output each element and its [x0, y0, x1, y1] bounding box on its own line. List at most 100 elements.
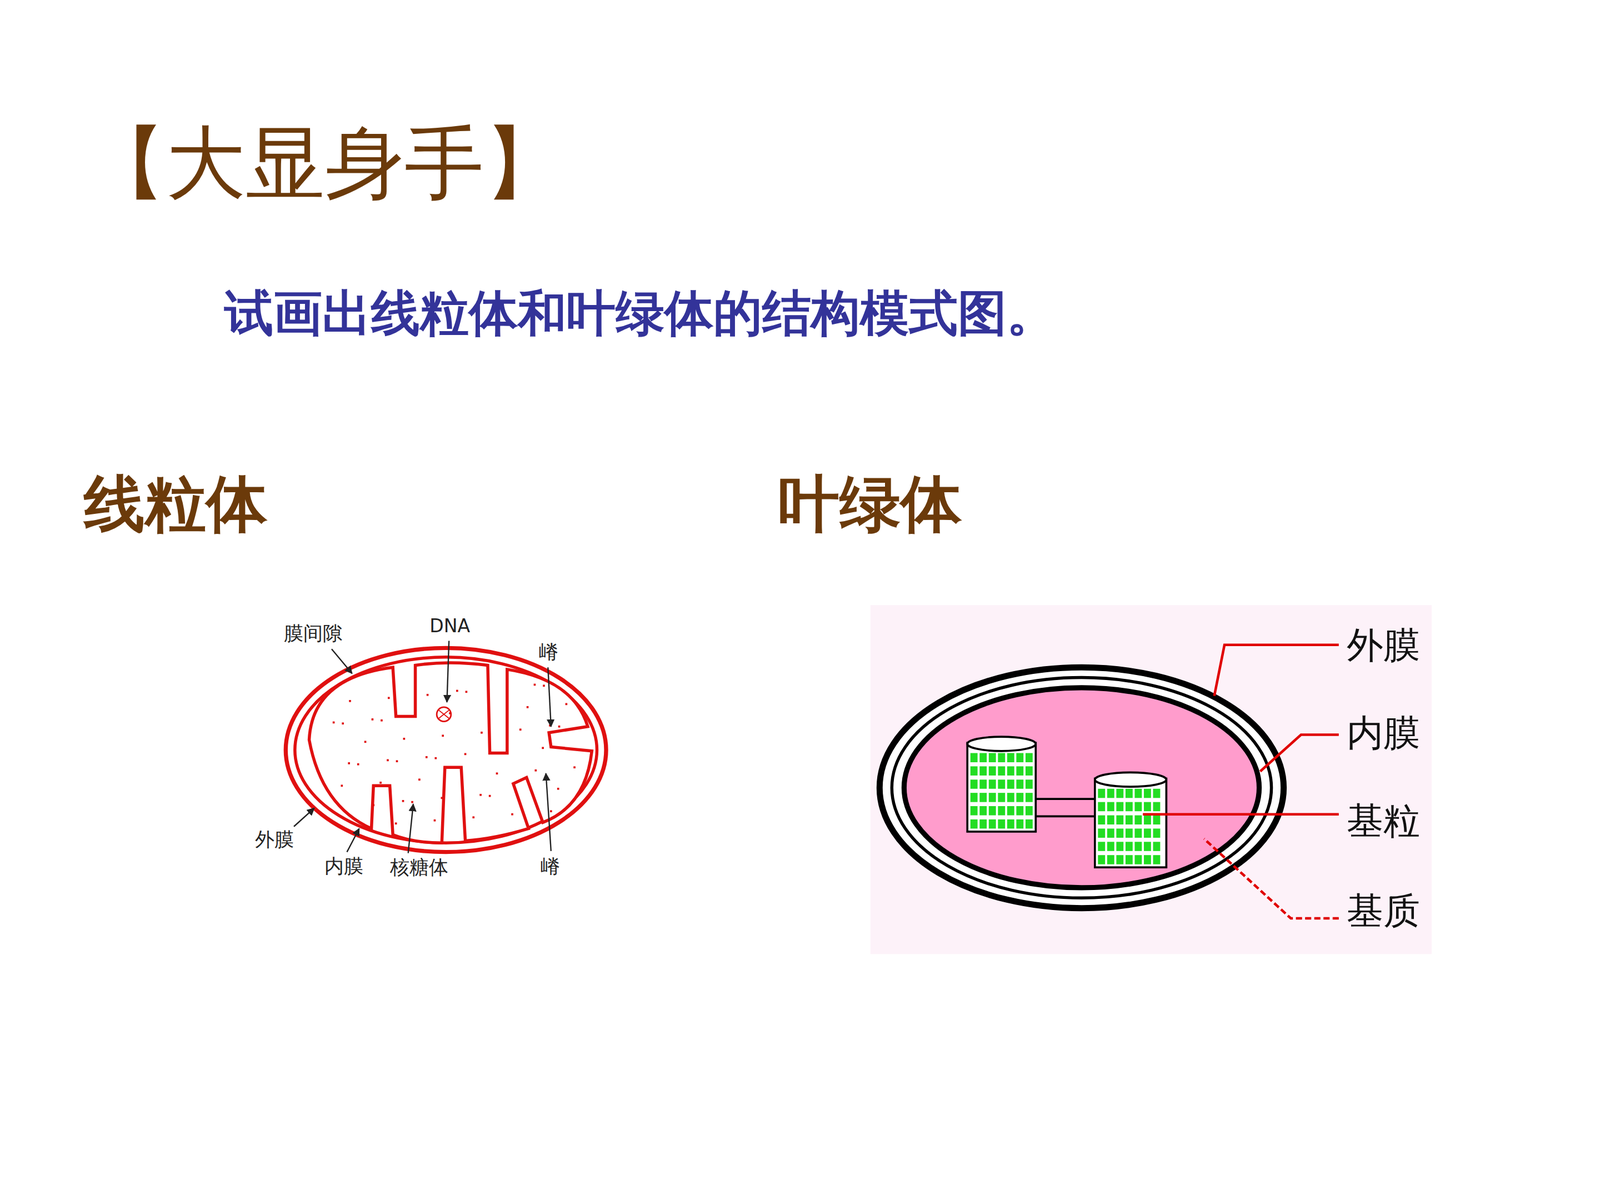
- thylakoid: [1116, 802, 1124, 812]
- thylakoid: [1116, 855, 1124, 865]
- thylakoid: [1134, 788, 1142, 799]
- ribosome-dot: [434, 757, 437, 760]
- ribosome-dot: [511, 813, 514, 816]
- thylakoid: [1097, 802, 1105, 812]
- thylakoid: [979, 819, 987, 829]
- thylakoid: [1134, 815, 1142, 825]
- granum-top: [1095, 772, 1167, 787]
- thylakoid: [1107, 855, 1115, 865]
- thylakoid: [1125, 855, 1133, 865]
- part-label: 基粒: [1346, 800, 1420, 843]
- ribosome-dot: [364, 740, 367, 743]
- thylakoid: [988, 779, 997, 789]
- prompt-text: 试画出线粒体和叶绿体的结构模式图。: [224, 285, 1056, 342]
- ribosome-dot: [550, 810, 553, 813]
- thylakoid: [1016, 753, 1024, 763]
- thylakoid: [988, 819, 997, 829]
- ribosome-dot: [418, 778, 421, 781]
- ribosome-dot: [372, 803, 375, 807]
- thylakoid: [997, 779, 1005, 789]
- thylakoid: [1107, 788, 1115, 799]
- thylakoid: [970, 766, 978, 776]
- thylakoid: [1116, 841, 1124, 852]
- thylakoid: [1153, 841, 1161, 852]
- chloroplast: [879, 667, 1284, 908]
- thylakoid: [997, 792, 1005, 803]
- thylakoid: [1153, 788, 1161, 799]
- thylakoid: [1116, 828, 1124, 838]
- ribosome-dot: [472, 816, 475, 819]
- ribosome-dot: [395, 822, 398, 825]
- thylakoid: [997, 806, 1005, 816]
- thylakoid: [1143, 855, 1152, 865]
- ribosome-dot: [380, 719, 383, 722]
- thylakoid: [1116, 788, 1124, 799]
- ribosome-dot: [403, 737, 406, 740]
- thylakoid: [1097, 841, 1105, 852]
- part-label: 嵴: [538, 640, 559, 663]
- thylakoid: [1134, 802, 1142, 812]
- thylakoid: [1025, 753, 1033, 763]
- section-heading: 叶绿体: [778, 469, 962, 540]
- thylakoid: [979, 766, 987, 776]
- ribosome-dot: [371, 718, 374, 721]
- slide-title: 【大显身手】: [86, 118, 564, 210]
- ribosome-dot: [534, 769, 537, 772]
- thylakoid: [970, 819, 978, 829]
- thylakoid: [997, 819, 1005, 829]
- ribosome-dot: [396, 760, 399, 763]
- thylakoid: [1153, 802, 1161, 812]
- thylakoid: [1134, 828, 1142, 838]
- thylakoid: [1016, 779, 1024, 789]
- part-label: 膜间隙: [283, 622, 343, 645]
- granum-top: [967, 736, 1036, 752]
- ribosome-dot: [348, 700, 352, 703]
- thylakoid: [1107, 815, 1115, 825]
- thylakoid: [1025, 792, 1033, 803]
- ribosome-dot: [441, 734, 444, 737]
- part-label: 核糖体: [390, 856, 449, 879]
- ribosome-dot: [573, 766, 576, 769]
- ribosome-dot: [379, 781, 382, 784]
- thylakoid: [1007, 779, 1015, 789]
- thylakoid: [1016, 819, 1024, 829]
- thylakoid: [970, 753, 978, 763]
- thylakoid: [1097, 815, 1105, 825]
- ribosome-dot: [541, 746, 544, 749]
- ribosome-dot: [464, 753, 467, 756]
- thylakoid: [1007, 792, 1015, 803]
- ribosome-dot: [487, 709, 490, 712]
- thylakoid: [1025, 766, 1033, 776]
- ribosome-dot: [519, 728, 522, 731]
- granum: [967, 742, 1036, 832]
- thylakoid: [1025, 779, 1033, 789]
- ribosome-dot: [558, 725, 561, 728]
- leader-lines: [1142, 645, 1339, 919]
- thylakoid: [1125, 828, 1133, 838]
- thylakoid: [997, 766, 1005, 776]
- thylakoid: [1025, 806, 1033, 816]
- thylakoid: [1007, 819, 1015, 829]
- ribosome-dot: [411, 801, 414, 804]
- thylakoid: [979, 779, 987, 789]
- thylakoid: [1125, 841, 1133, 852]
- thylakoid: [1107, 828, 1115, 838]
- ribosome-dot: [557, 787, 560, 790]
- ribosome-dot: [341, 722, 344, 725]
- ribosome-dot: [465, 690, 468, 693]
- ribosome-dot: [387, 696, 390, 699]
- thylakoid: [1007, 806, 1015, 816]
- thylakoid: [1153, 828, 1161, 838]
- thylakoid: [979, 792, 987, 803]
- thylakoid: [1016, 792, 1024, 803]
- ribosome-dot: [565, 703, 568, 706]
- section-heading: 线粒体: [83, 469, 268, 540]
- thylakoid: [1125, 815, 1133, 825]
- part-label: DNA: [429, 615, 470, 637]
- part-label: 嵴: [540, 855, 560, 878]
- ribosome-dot: [340, 784, 343, 787]
- thylakoid: [1143, 815, 1152, 825]
- part-label: 内膜: [324, 855, 364, 878]
- ribosome-dot: [480, 731, 483, 734]
- thylakoid: [979, 806, 987, 816]
